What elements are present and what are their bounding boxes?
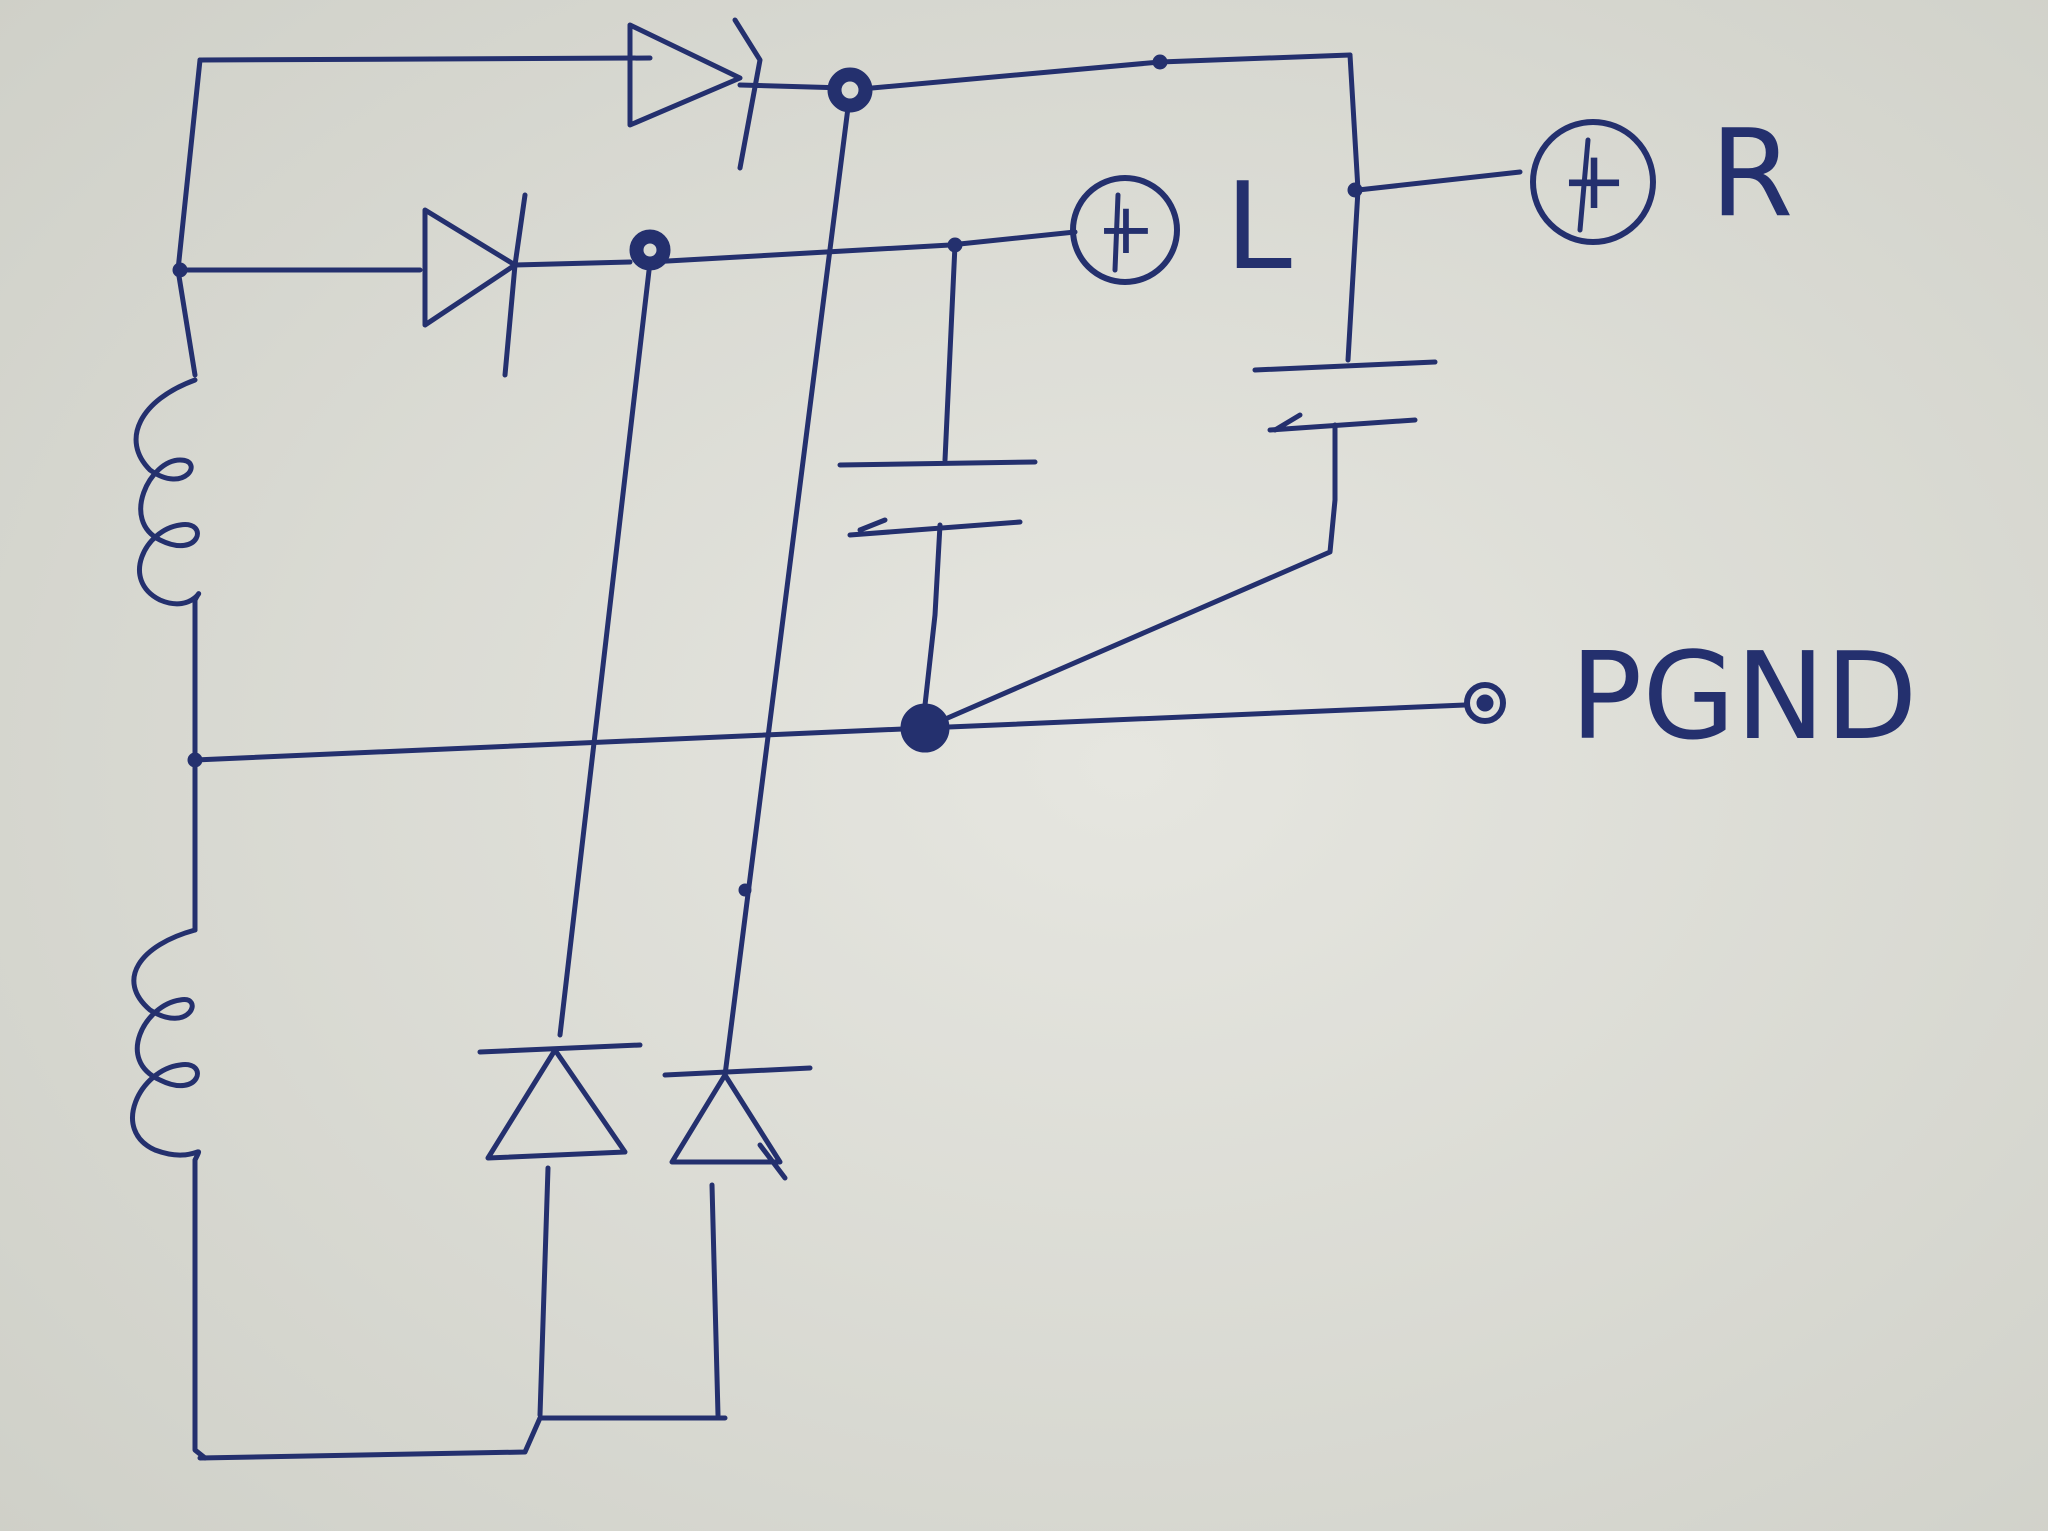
diode-bottom-right	[662, 1065, 813, 1418]
junction-dots	[172, 54, 1363, 897]
cap1-bottom-lead	[922, 522, 943, 708]
diode-top	[627, 17, 848, 171]
left-output-terminal	[1070, 175, 1180, 285]
ground-terminal	[1464, 682, 1506, 724]
diode-bottom-left	[477, 1042, 643, 1418]
label-ground: PGND	[1570, 628, 1918, 767]
capacitor-left	[837, 459, 1038, 538]
lower-winding-coil	[130, 927, 208, 1461]
label-left-output: L	[1225, 158, 1292, 297]
upper-winding-coil	[133, 377, 202, 763]
cap1-top-lead	[942, 242, 958, 463]
diode-second	[422, 192, 633, 378]
left-node-drop-wire	[557, 259, 653, 1038]
bottom-return-wire	[197, 1415, 728, 1461]
right-output-lead	[1355, 169, 1523, 193]
label-right-output: R	[1710, 105, 1793, 244]
right-terminal-plus: +	[1560, 134, 1627, 227]
top-node-drop-wire	[722, 89, 853, 1078]
top-rail-wire	[197, 55, 653, 63]
left-terminal-plus: +	[1097, 188, 1156, 270]
right-output-terminal	[1530, 119, 1656, 245]
capacitor-right	[1252, 359, 1438, 433]
cap2-bottom-lead	[917, 422, 1338, 733]
